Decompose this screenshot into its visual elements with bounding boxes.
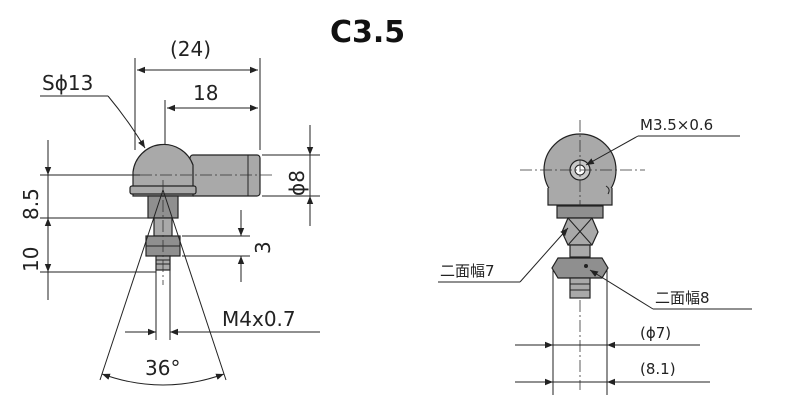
drawing-title: C3.5	[330, 15, 405, 50]
dim-arc-swing-angle	[101, 373, 225, 386]
side-view: (24) 18 Sϕ13 8.5 10	[19, 37, 320, 386]
dim-flats-upper: 二面幅7	[440, 262, 495, 280]
dim-body-length: 18	[193, 81, 218, 105]
front-view: M3.5×0.6 二面幅7 二面幅8 (ϕ7)	[438, 116, 752, 395]
dim-overall-length: (24)	[170, 37, 211, 61]
socket-shank	[189, 154, 261, 197]
dim-width-8-1: (8.1)	[640, 360, 676, 378]
dim-socket-thread: M3.5×0.6	[640, 116, 713, 134]
dim-nut-thickness: 3	[251, 241, 275, 254]
dim-dia-7: (ϕ7)	[640, 324, 671, 342]
dim-swing-angle: 36°	[145, 356, 180, 380]
dim-ball-dia: Sϕ13	[42, 71, 93, 95]
dim-socket-dia: ϕ8	[285, 170, 309, 196]
dim-height-total: 10	[19, 247, 43, 272]
dim-height-upper: 8.5	[19, 188, 43, 220]
stud-hex-nut	[551, 257, 609, 279]
ball-housing	[132, 143, 194, 197]
dim-flats-lower: 二面幅8	[655, 289, 710, 307]
dim-stud-thread: M4x0.7	[222, 307, 296, 331]
